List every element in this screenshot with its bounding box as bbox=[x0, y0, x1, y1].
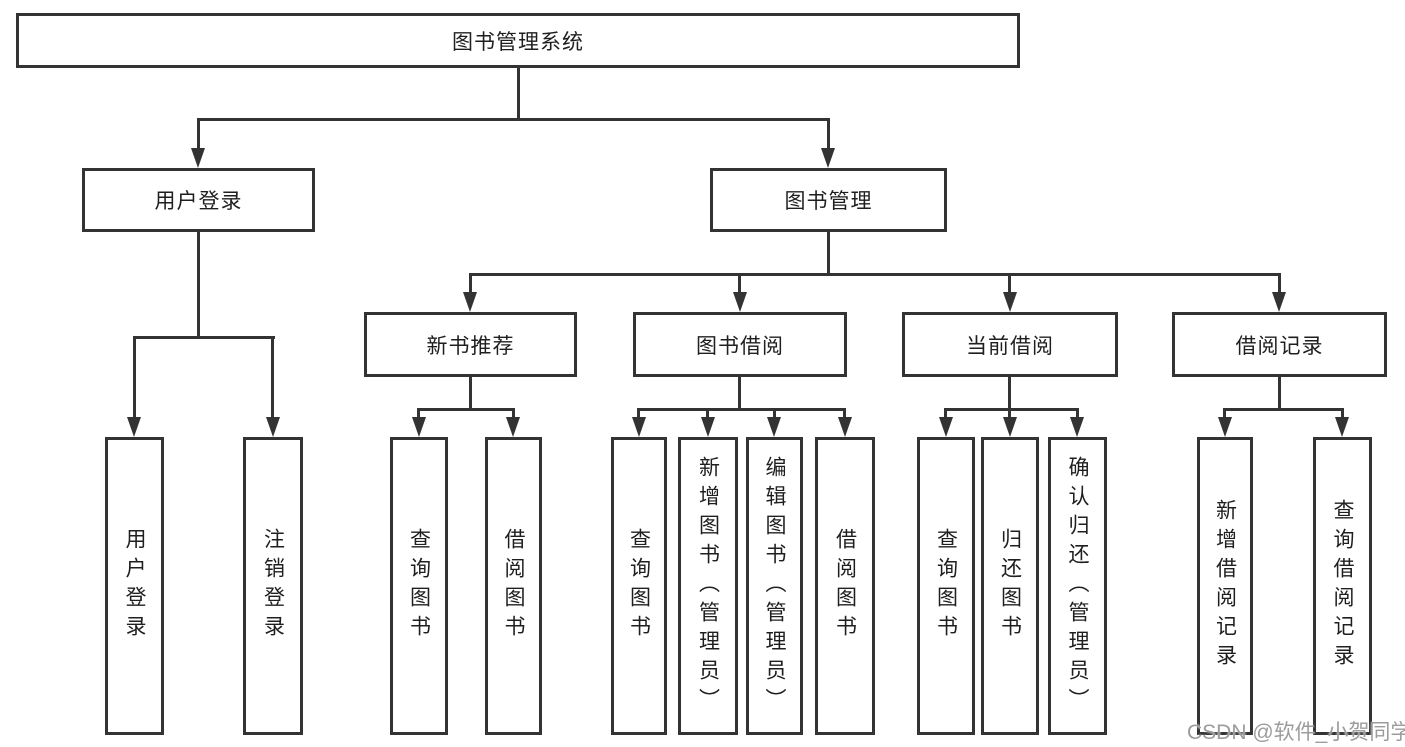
leaf-query-borrow-record-label: 查询借阅记录 bbox=[1331, 499, 1355, 673]
connector-to-leaf-return-book bbox=[1008, 408, 1011, 420]
node-library-management-system: 图书管理系统 bbox=[16, 13, 1020, 68]
connector-current-borrow-rail bbox=[944, 408, 1079, 411]
node-book-management: 图书管理 bbox=[710, 168, 947, 232]
leaf-return-book: 归还图书 bbox=[981, 437, 1039, 735]
leaf-edit-book-admin-label: 编辑图书（管理员） bbox=[763, 455, 787, 717]
connector-to-leaf-borrow-book-2 bbox=[843, 408, 846, 420]
arrowhead-to-new-book-recommend bbox=[463, 292, 477, 312]
connector-book-management-rail bbox=[469, 273, 1281, 276]
leaf-confirm-return-admin-label: 确认归还（管理员） bbox=[1066, 455, 1090, 717]
arrowhead-to-leaf-add-borrow-record bbox=[1218, 417, 1232, 437]
connector-to-user-login bbox=[197, 118, 200, 151]
leaf-borrow-book-recommend: 借阅图书 bbox=[485, 437, 542, 735]
node-current-borrow: 当前借阅 bbox=[902, 312, 1118, 377]
connector-to-borrow-record bbox=[1278, 273, 1281, 295]
csdn-watermark: CSDN @软件_小贺同学 bbox=[1187, 721, 1405, 744]
leaf-add-borrow-record-label: 新增借阅记录 bbox=[1213, 499, 1237, 673]
connector-to-leaf-query-borrow-record bbox=[1341, 408, 1344, 420]
arrowhead-to-leaf-borrow-book-2 bbox=[838, 417, 852, 437]
connector-to-leaf-add-book bbox=[706, 408, 709, 420]
leaf-logout-label: 注销登录 bbox=[261, 528, 285, 644]
leaf-add-borrow-record: 新增借阅记录 bbox=[1197, 437, 1253, 735]
connector-user-login-rail bbox=[133, 336, 275, 339]
connector-to-leaf-query-book-1 bbox=[417, 408, 420, 420]
arrowhead-to-leaf-edit-book bbox=[767, 417, 781, 437]
node-user-login: 用户登录 bbox=[82, 168, 315, 232]
leaf-confirm-return-admin: 确认归还（管理员） bbox=[1048, 437, 1107, 735]
connector-new-book-recommend-stem bbox=[469, 377, 472, 408]
connector-to-leaf-borrow-book-1 bbox=[512, 408, 515, 420]
leaf-borrow-book-recommend-label: 借阅图书 bbox=[502, 528, 526, 644]
arrowhead-to-current-borrow bbox=[1003, 292, 1017, 312]
arrowhead-to-book-management bbox=[821, 148, 835, 168]
leaf-query-book-borrow: 查询图书 bbox=[611, 437, 667, 735]
connector-root-rail bbox=[197, 118, 830, 121]
arrowhead-to-leaf-query-book-2 bbox=[632, 417, 646, 437]
leaf-edit-book-admin: 编辑图书（管理员） bbox=[746, 437, 803, 735]
connector-book-management-stem bbox=[827, 232, 830, 273]
connector-root-stem bbox=[517, 68, 520, 118]
arrowhead-to-leaf-query-book-3 bbox=[939, 417, 953, 437]
connector-current-borrow-stem bbox=[1008, 377, 1011, 408]
leaf-logout: 注销登录 bbox=[243, 437, 303, 735]
leaf-return-book-label: 归还图书 bbox=[998, 528, 1022, 644]
leaf-query-book-current-label: 查询图书 bbox=[934, 528, 958, 644]
arrowhead-to-user-login bbox=[191, 148, 205, 168]
leaf-query-book-recommend-label: 查询图书 bbox=[407, 528, 431, 644]
leaf-borrow-book: 借阅图书 bbox=[815, 437, 875, 735]
leaf-borrow-book-label: 借阅图书 bbox=[833, 528, 857, 644]
leaf-query-book-recommend: 查询图书 bbox=[390, 437, 448, 735]
leaf-add-book-admin: 新增图书（管理员） bbox=[678, 437, 738, 735]
node-new-book-recommend: 新书推荐 bbox=[364, 312, 577, 377]
connector-to-new-book-recommend bbox=[469, 273, 472, 295]
arrowhead-to-leaf-add-book bbox=[701, 417, 715, 437]
arrowhead-to-leaf-borrow-book-1 bbox=[506, 417, 520, 437]
connector-new-book-recommend-rail bbox=[417, 408, 515, 411]
arrowhead-to-leaf-query-book-1 bbox=[412, 417, 426, 437]
connector-to-current-borrow bbox=[1008, 273, 1011, 295]
connector-to-leaf-query-book-3 bbox=[944, 408, 947, 420]
arrowhead-to-leaf-confirm-return bbox=[1070, 417, 1084, 437]
arrowhead-to-borrow-record bbox=[1272, 292, 1286, 312]
connector-borrow-record-stem bbox=[1278, 377, 1281, 408]
connector-to-leaf-add-borrow-record bbox=[1223, 408, 1226, 420]
connector-to-leaf-confirm-return bbox=[1076, 408, 1079, 420]
arrowhead-to-leaf-logout bbox=[266, 417, 280, 437]
arrowhead-to-leaf-user-login bbox=[127, 417, 141, 437]
connector-user-login-stem bbox=[197, 232, 200, 336]
leaf-user-login: 用户登录 bbox=[105, 437, 164, 735]
connector-to-book-borrow bbox=[738, 273, 741, 295]
node-borrow-record: 借阅记录 bbox=[1172, 312, 1387, 377]
arrowhead-to-leaf-query-borrow-record bbox=[1335, 417, 1349, 437]
arrowhead-to-book-borrow bbox=[733, 292, 747, 312]
leaf-query-borrow-record: 查询借阅记录 bbox=[1313, 437, 1372, 735]
connector-book-borrow-stem bbox=[738, 377, 741, 408]
leaf-query-book-borrow-label: 查询图书 bbox=[627, 528, 651, 644]
connector-book-borrow-rail bbox=[637, 408, 846, 411]
leaf-user-login-label: 用户登录 bbox=[123, 528, 147, 644]
connector-to-book-management bbox=[827, 118, 830, 151]
connector-to-leaf-user-login bbox=[133, 336, 136, 420]
connector-to-leaf-logout bbox=[271, 336, 274, 420]
node-book-borrow: 图书借阅 bbox=[633, 312, 847, 377]
arrowhead-to-leaf-return-book bbox=[1003, 417, 1017, 437]
connector-borrow-record-rail bbox=[1223, 408, 1343, 411]
leaf-query-book-current: 查询图书 bbox=[917, 437, 975, 735]
leaf-add-book-admin-label: 新增图书（管理员） bbox=[696, 455, 720, 717]
connector-to-leaf-edit-book bbox=[773, 408, 776, 420]
connector-to-leaf-query-book-2 bbox=[637, 408, 640, 420]
